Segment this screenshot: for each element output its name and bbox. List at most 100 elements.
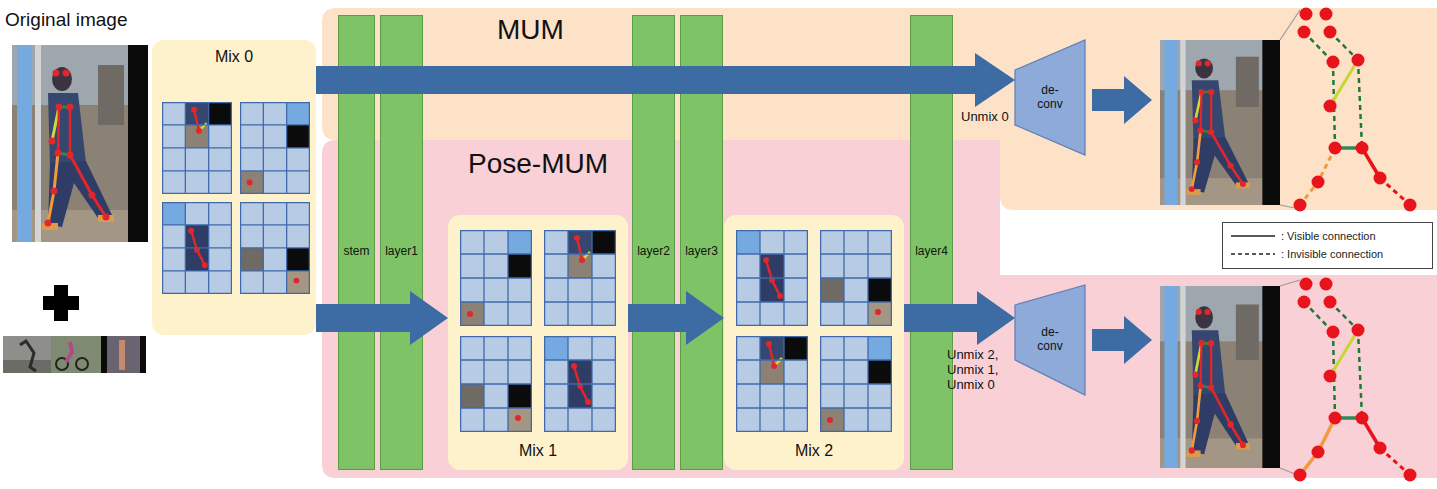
patch-grids xyxy=(240,102,310,194)
pose-skeleton xyxy=(1294,8,1417,212)
patch-grids xyxy=(162,102,232,194)
patch-grids xyxy=(162,102,232,194)
patch-grids xyxy=(240,102,310,194)
pose-skeleton xyxy=(1300,148,1335,205)
pose-skeleton xyxy=(1294,278,1417,482)
caption-label: Original image xyxy=(5,9,128,31)
flow-arrow xyxy=(904,291,1015,345)
pose-skeleton xyxy=(1312,176,1325,189)
extra-photos xyxy=(140,336,146,373)
patch-grids xyxy=(820,230,892,326)
pose-skeleton xyxy=(1304,302,1362,418)
pose-skeleton xyxy=(1298,26,1311,39)
legend-sample xyxy=(1231,229,1275,243)
patch-grids xyxy=(544,336,616,432)
pose-skeleton xyxy=(1294,199,1307,212)
legend-text: : Invisible connection xyxy=(1281,248,1383,260)
pose-skeleton xyxy=(1320,8,1333,21)
patch-grids xyxy=(240,102,310,194)
pose-skeleton xyxy=(1356,412,1369,425)
patch-grids xyxy=(460,336,532,432)
patch-grids xyxy=(544,336,616,432)
pose-skeleton xyxy=(1298,296,1311,309)
pose-skeleton xyxy=(1300,8,1313,21)
pose-skeleton xyxy=(1300,278,1313,291)
patch-grids xyxy=(820,336,892,432)
patch-grids xyxy=(736,230,808,326)
patch-grids xyxy=(162,202,232,294)
node-outline xyxy=(1015,40,1085,155)
bar-label: layer3 xyxy=(685,245,718,259)
bar-label: layer2 xyxy=(637,245,670,259)
pose-skeleton xyxy=(1294,8,1417,212)
extra-photos xyxy=(76,358,88,370)
edge-label: Unmix 2, Unmix 1, Unmix 0 xyxy=(947,348,1009,393)
pose-skeleton xyxy=(1312,446,1325,459)
output-arrows xyxy=(1092,316,1152,364)
pose-skeleton xyxy=(1294,469,1307,482)
pose-skeleton xyxy=(1327,326,1340,339)
pose-skeleton xyxy=(1324,370,1337,383)
legend-box: : Visible connection : Invisible connecti… xyxy=(1231,227,1383,263)
pose-skeleton xyxy=(1352,54,1365,67)
patch-grids xyxy=(240,102,310,194)
decoder-trapezoid: de- conv xyxy=(1015,40,1085,155)
patch-grids xyxy=(162,102,892,432)
patch-grids xyxy=(820,336,892,432)
edge-label: Unmix 0 xyxy=(961,110,1009,125)
patch-grids xyxy=(460,336,532,432)
extra-photos xyxy=(51,336,101,373)
pose-skeleton xyxy=(1404,469,1417,482)
label-anchor: Unmix 0 xyxy=(961,110,1009,125)
patch-grids xyxy=(736,336,808,432)
pose-skeleton xyxy=(1324,100,1337,113)
patch-grids xyxy=(240,202,310,294)
node-text: MUM xyxy=(497,14,564,46)
patch-grids xyxy=(820,230,892,326)
patch-grids xyxy=(820,336,892,432)
plus-sign xyxy=(43,285,79,321)
pose-skeleton xyxy=(1374,442,1387,455)
pose-skeleton xyxy=(1329,412,1342,425)
extra-photos xyxy=(3,336,146,373)
patch-grids xyxy=(820,336,892,432)
pose-skeleton xyxy=(1324,296,1337,309)
flow-arrow xyxy=(628,291,724,345)
patch-grids xyxy=(544,230,616,326)
input-photo xyxy=(12,45,148,242)
bar-label: stem xyxy=(343,245,369,259)
patch-grids xyxy=(736,336,808,432)
patch-grids xyxy=(820,230,892,326)
output-arrows xyxy=(1092,76,1152,124)
patch-grids xyxy=(162,202,232,294)
legend-line xyxy=(1231,253,1275,255)
extra-photos xyxy=(119,340,125,370)
legend-text: : Visible connection xyxy=(1281,230,1376,242)
legend-frame xyxy=(1223,223,1433,269)
patch-grids xyxy=(460,230,532,326)
patch-grids xyxy=(460,230,532,326)
pose-skeleton xyxy=(1352,324,1365,337)
output-photos xyxy=(1160,286,1280,468)
legend-row: : Invisible connection xyxy=(1231,245,1383,263)
patch-grids xyxy=(240,202,310,294)
pose-skeleton xyxy=(1327,56,1340,69)
node-text: de- conv xyxy=(1033,326,1067,354)
flow-arrow xyxy=(316,291,448,345)
node-text: Pose-MUM xyxy=(468,148,608,180)
legend-row: : Visible connection xyxy=(1231,227,1383,245)
label-anchor: Original image xyxy=(5,9,128,31)
node-text: Mix 1 xyxy=(519,442,557,460)
patch-grids xyxy=(162,102,232,194)
pose-skeleton xyxy=(1329,142,1342,155)
patch-grids xyxy=(460,230,532,326)
extra-photos xyxy=(3,336,51,373)
output-arrows xyxy=(1092,76,1152,364)
patch-grids xyxy=(544,336,616,432)
legend-sample xyxy=(1231,247,1275,261)
bar-label: layer1 xyxy=(385,245,418,259)
label-anchor: Unmix 2, Unmix 1, Unmix 0 xyxy=(947,348,1009,393)
pose-skeleton xyxy=(1304,32,1362,148)
